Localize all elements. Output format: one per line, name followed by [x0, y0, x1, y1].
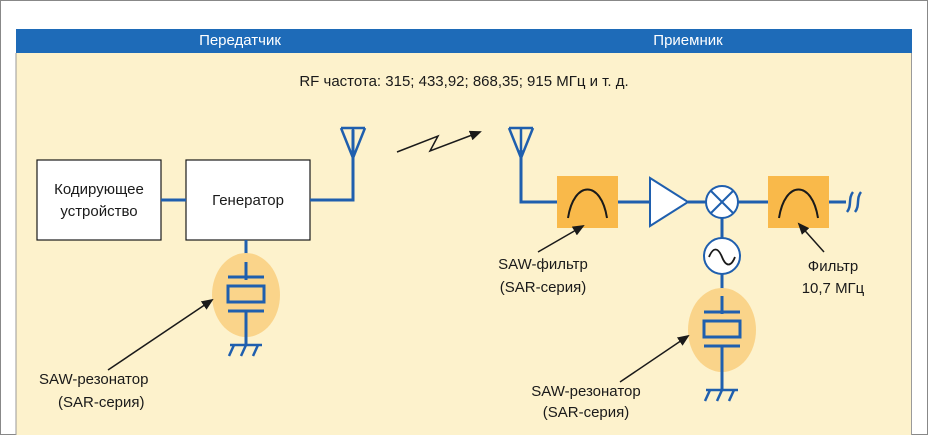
if-filter-label-line1: Фильтр	[807, 258, 859, 275]
radio-wave-icon	[845, 191, 863, 213]
bandpass-filter-icon	[768, 176, 829, 228]
receiver-header: Приемник	[653, 32, 723, 49]
mixer-icon	[705, 185, 739, 219]
encoder-label-line2: устройство	[60, 203, 138, 220]
radio-wave-icon	[396, 130, 482, 153]
rf-frequency-caption: RF частота: 315; 433,92; 868,35; 915 МГц…	[299, 73, 629, 90]
tx-resonator-arrow	[107, 298, 214, 371]
header-bar	[16, 29, 912, 53]
transmitter-header: Передатчик	[199, 32, 281, 49]
crystal-resonator-icon	[212, 253, 280, 345]
tx-resonator-label-line1: SAW-резонатор	[39, 371, 149, 388]
encoder-block	[36, 159, 162, 241]
bandpass-filter-icon	[557, 176, 618, 228]
rx-resonator-arrow	[619, 334, 690, 383]
diagram-panel	[16, 29, 912, 435]
ground-icon	[227, 343, 262, 357]
generator-label: Генератор	[212, 192, 284, 209]
amplifier-icon	[649, 176, 690, 228]
antenna-icon	[339, 126, 367, 162]
ground-icon	[703, 388, 738, 402]
rx-resonator-label-line1: SAW-резонатор	[531, 383, 641, 400]
rx-resonator-label-line2: (SAR-серия)	[542, 404, 630, 421]
saw-filter-label-line2: (SAR-серия)	[499, 279, 587, 296]
if-filter-arrow	[797, 222, 825, 253]
saw-filter-arrow	[537, 224, 585, 253]
saw-filter-label-line1: SAW-фильтр	[498, 256, 588, 273]
encoder-label-line1: Кодирующее	[54, 181, 144, 198]
oscillator-icon	[703, 237, 741, 275]
crystal-resonator-icon	[688, 288, 756, 390]
if-filter-label-line2: 10,7 МГц	[801, 280, 865, 297]
tx-resonator-label-line2: (SAR-серия)	[58, 394, 145, 411]
wire-antenna-filter	[519, 150, 557, 204]
